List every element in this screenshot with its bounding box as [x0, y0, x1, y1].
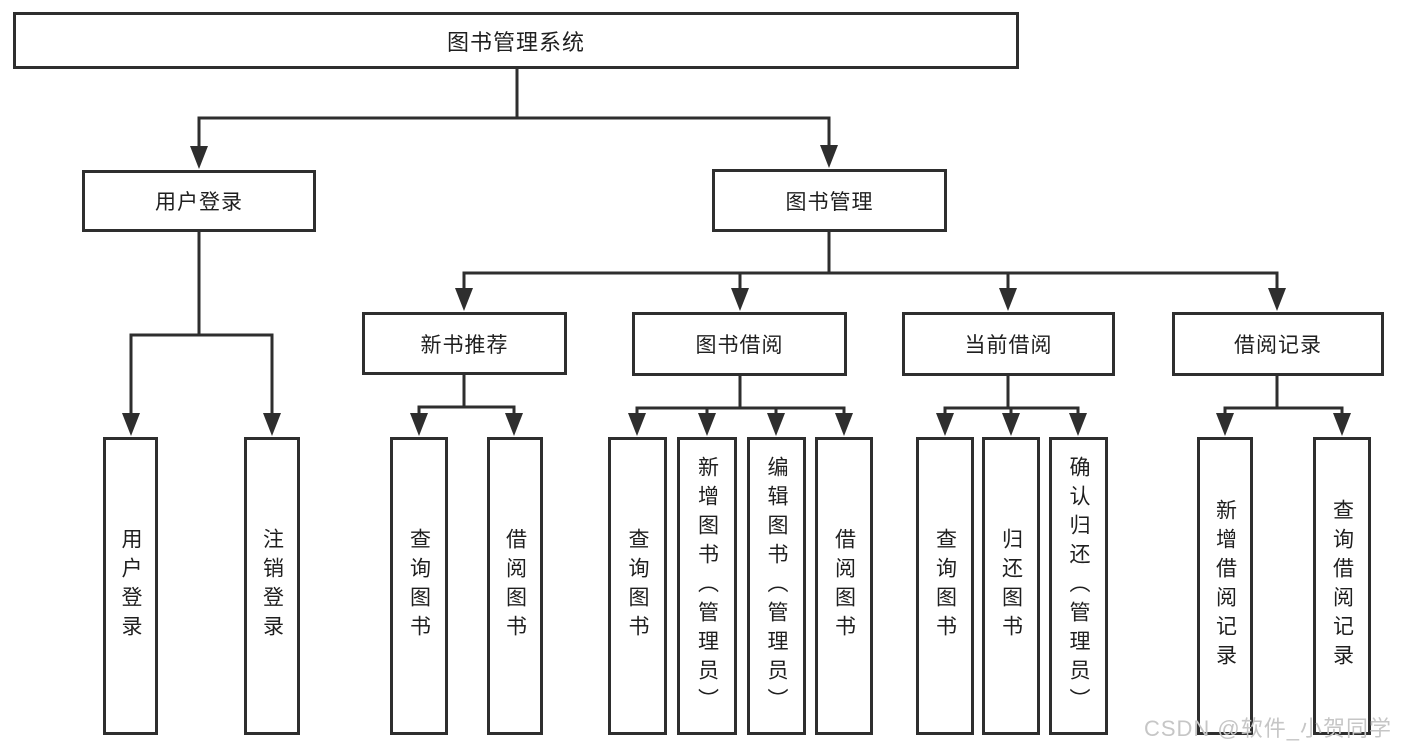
leaf-borrow-books-borrow: 借阅图书	[815, 437, 873, 735]
leaf-query-books-borrow: 查询图书	[608, 437, 667, 735]
leaf-add-borrow-record: 新增借阅记录	[1197, 437, 1253, 735]
leaf-label: 用户登录	[119, 528, 142, 644]
node-borrow-records: 借阅记录	[1172, 312, 1384, 376]
leaf-label: 新增借阅记录	[1213, 499, 1237, 673]
leaf-label: 查询借阅记录	[1330, 499, 1354, 673]
connector-user-login-branch	[122, 232, 281, 436]
leaf-label: 借阅图书	[503, 528, 527, 644]
leaf-label: 编辑图书（管理员）	[765, 455, 788, 717]
connector-current-borrow-branch	[936, 376, 1087, 436]
leaf-label: 归还图书	[999, 528, 1023, 644]
node-book-management: 图书管理	[712, 169, 947, 232]
node-user-login: 用户登录	[82, 170, 316, 232]
leaf-label: 新增图书（管理员）	[695, 455, 719, 717]
leaf-return-books: 归还图书	[982, 437, 1040, 735]
connector-borrow-records-branch	[1216, 376, 1351, 436]
leaf-confirm-return-admin: 确认归还（管理员）	[1049, 437, 1108, 735]
csdn-watermark: CSDN @软件_小贺同学	[1143, 716, 1392, 741]
leaf-add-book-admin: 新增图书（管理员）	[677, 437, 737, 735]
leaf-label: 注销登录	[260, 528, 284, 644]
leaf-query-books-recommend: 查询图书	[390, 437, 448, 735]
node-library-management-system: 图书管理系统	[13, 12, 1019, 69]
leaf-label: 确认归还（管理员）	[1067, 455, 1090, 717]
node-book-borrow: 图书借阅	[632, 312, 847, 376]
leaf-user-login: 用户登录	[103, 437, 158, 735]
leaf-logout: 注销登录	[244, 437, 300, 735]
leaf-label: 查询图书	[933, 528, 957, 644]
connector-book-management-branch	[455, 232, 1286, 311]
connector-root-branch	[190, 69, 838, 169]
leaf-query-books-current: 查询图书	[916, 437, 974, 735]
connector-book-borrow-branch	[628, 376, 853, 436]
leaf-label: 查询图书	[626, 528, 649, 644]
leaf-label: 借阅图书	[832, 528, 856, 644]
leaf-label: 查询图书	[407, 528, 431, 644]
leaf-edit-book-admin: 编辑图书（管理员）	[747, 437, 806, 735]
leaf-borrow-books-recommend: 借阅图书	[487, 437, 543, 735]
leaf-query-borrow-record: 查询借阅记录	[1313, 437, 1371, 735]
node-current-borrow: 当前借阅	[902, 312, 1115, 376]
connector-new-book-branch	[410, 375, 523, 436]
node-new-book-recommend: 新书推荐	[362, 312, 567, 375]
